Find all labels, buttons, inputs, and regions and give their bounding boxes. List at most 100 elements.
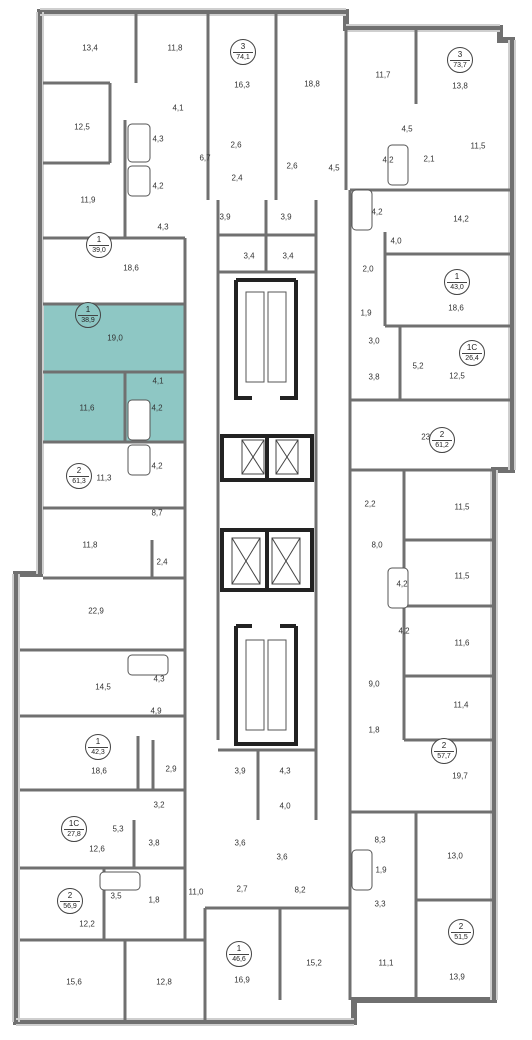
- room-area-label: 5,3: [112, 824, 124, 834]
- bathroom-fixtures: [99, 123, 409, 891]
- elevator-shafts: [231, 439, 301, 585]
- room-area-label: 4,2: [152, 181, 164, 191]
- room-area-label: 4,0: [279, 801, 291, 811]
- room-area-label: 11,1: [378, 958, 394, 968]
- apartment-area: 39,0: [89, 245, 109, 255]
- apartment-area: 56,9: [60, 901, 80, 911]
- stair-and-elevator-cores: [220, 278, 314, 746]
- room-area-label: 4,3: [152, 134, 164, 144]
- room-area-label: 4,2: [151, 403, 163, 413]
- apartment-area: 42,3: [88, 747, 108, 757]
- apartment-rooms: 2: [439, 430, 445, 439]
- room-area-label: 11,4: [453, 700, 469, 710]
- room-area-label: 2,2: [364, 499, 376, 509]
- room-area-label: 4,3: [153, 674, 165, 684]
- apartment-rooms: 1: [454, 272, 460, 281]
- room-area-label: 5,2: [412, 361, 424, 371]
- room-area-label: 12,5: [74, 122, 90, 132]
- room-area-label: 8,2: [294, 885, 306, 895]
- room-area-label: 15,6: [66, 977, 82, 987]
- room-area-label: 11,5: [470, 141, 486, 151]
- room-area-label: 15,2: [306, 958, 322, 968]
- room-area-label: 2,6: [230, 140, 242, 150]
- apartment-area: 57,7: [434, 751, 454, 761]
- room-area-label: 3,3: [374, 899, 386, 909]
- room-area-label: 4,2: [398, 626, 410, 636]
- room-area-label: 2,7: [236, 884, 248, 894]
- room-area-label: 4,2: [151, 461, 163, 471]
- room-area-label: 11,8: [167, 43, 183, 53]
- room-area-label: 11,0: [188, 887, 204, 897]
- apartment-rooms: 2: [76, 466, 82, 475]
- room-area-label: 14,5: [95, 682, 111, 692]
- apartment-area: 43,0: [447, 282, 467, 292]
- apartment-area: 73,7: [450, 60, 470, 70]
- room-area-label: 2,1: [423, 154, 435, 164]
- apartment-area: 61,2: [432, 440, 452, 450]
- room-area-label: 3,4: [282, 251, 294, 261]
- room-area-label: 3,2: [153, 800, 165, 810]
- apartment-rooms: 2: [458, 922, 464, 931]
- room-area-label: 19,7: [452, 771, 468, 781]
- apartment-rooms: 3: [457, 50, 463, 59]
- apartment-rooms: 1: [95, 737, 101, 746]
- interior-walls: [20, 12, 512, 1022]
- room-area-label: 3,6: [276, 852, 288, 862]
- room-area-label: 4,1: [152, 376, 164, 386]
- room-area-label: 4,2: [371, 207, 383, 217]
- room-area-label: 18,6: [448, 303, 464, 313]
- apartment-rooms: 1С: [68, 819, 80, 828]
- room-area-label: 11,5: [454, 571, 470, 581]
- room-area-label: 4,5: [328, 163, 340, 173]
- room-area-label: 8,0: [371, 540, 383, 550]
- room-area-label: 11,6: [454, 638, 470, 648]
- room-area-label: 3,9: [280, 212, 292, 222]
- room-area-label: 4,1: [172, 103, 184, 113]
- room-area-label: 3,6: [234, 838, 246, 848]
- apartment-area: 38,9: [78, 315, 98, 325]
- room-area-label: 22,9: [88, 606, 104, 616]
- room-area-label: 4,5: [401, 124, 413, 134]
- room-area-label: 13,0: [447, 851, 463, 861]
- room-area-label: 12,2: [79, 919, 95, 929]
- room-area-label: 3,9: [219, 212, 231, 222]
- room-area-label: 8,3: [374, 835, 386, 845]
- room-area-label: 11,9: [80, 195, 96, 205]
- room-area-label: 3,4: [243, 251, 255, 261]
- room-area-label: 14,2: [453, 214, 469, 224]
- room-area-label: 2,6: [286, 161, 298, 171]
- window-rails: [12, 8, 516, 1026]
- apartment-area: 46,6: [229, 954, 249, 964]
- room-area-label: 12,8: [156, 977, 172, 987]
- room-area-label: 13,4: [82, 43, 98, 53]
- room-area-label: 11,3: [96, 473, 112, 483]
- room-area-label: 11,8: [82, 540, 98, 550]
- apartment-rooms: 2: [441, 741, 447, 750]
- room-area-label: 1,8: [368, 725, 380, 735]
- room-area-label: 18,6: [91, 766, 107, 776]
- room-area-label: 4,2: [396, 579, 408, 589]
- apartment-rooms: 1: [85, 305, 91, 314]
- room-area-label: 1,9: [375, 865, 387, 875]
- apartment-area: 26,4: [462, 353, 482, 363]
- room-area-label: 6,7: [199, 153, 211, 163]
- apartment-area: 74,1: [233, 52, 253, 62]
- room-area-label: 19,0: [107, 333, 123, 343]
- apartment-area: 51,5: [451, 932, 471, 942]
- room-area-label: 18,8: [304, 79, 320, 89]
